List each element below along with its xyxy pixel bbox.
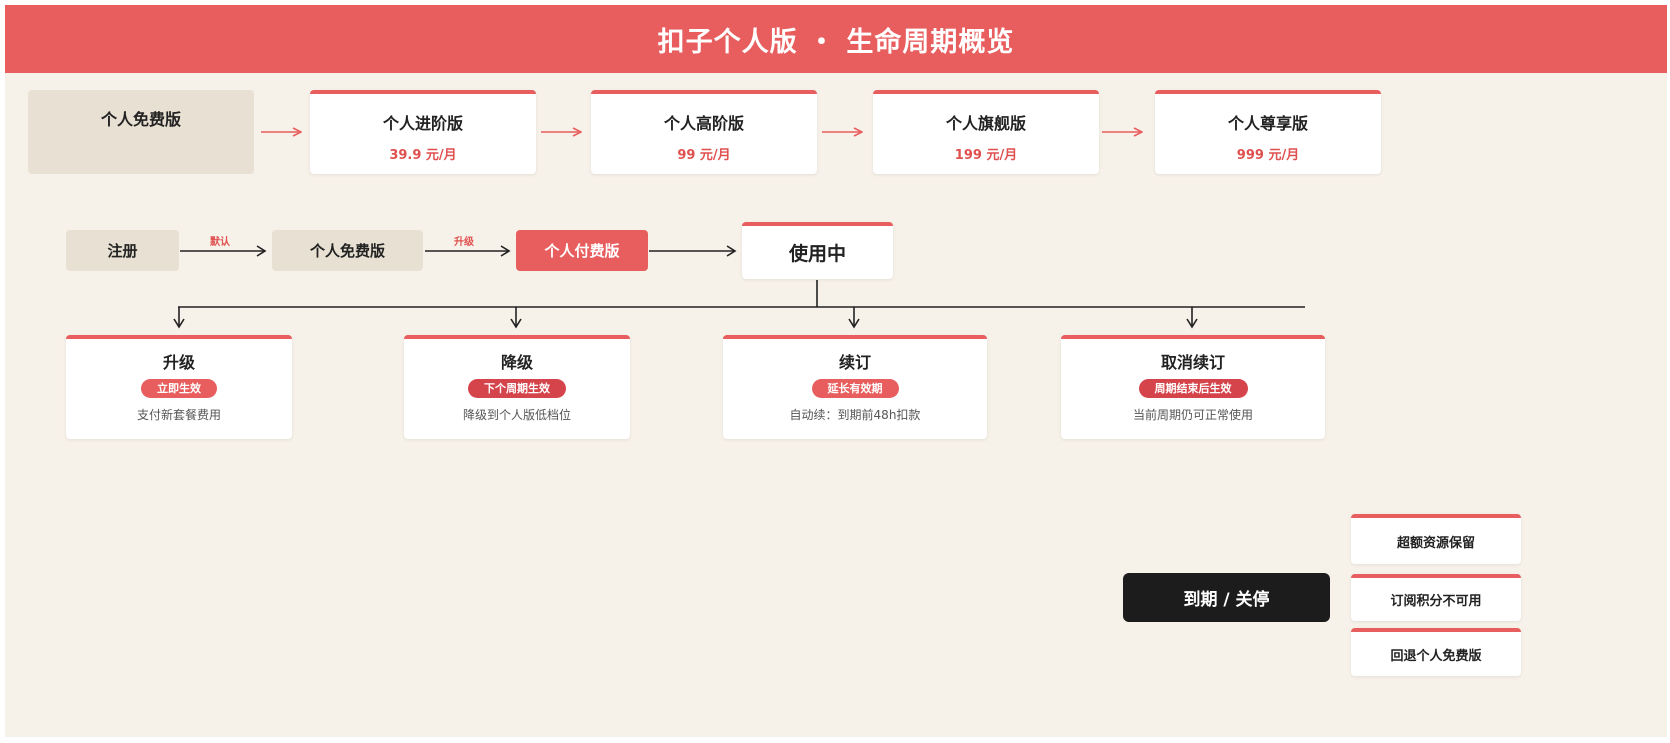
action-badge: 周期结束后生效 — [1138, 379, 1248, 398]
plan-name: 个人旗舰版 — [945, 114, 1026, 133]
action-desc: 降级到个人版低档位 — [462, 408, 571, 422]
action-title: 续订 — [838, 353, 871, 372]
action-desc: 当前周期仍可正常使用 — [1132, 408, 1253, 422]
plan-price: 39.9 元/月 — [389, 148, 457, 163]
page-title: 扣子个人版 ・ 生命周期概览 — [5, 5, 1667, 73]
action-card-cancel-renewal: 取消续订 周期结束后生效 当前周期仍可正常使用 — [1061, 335, 1325, 439]
action-badge: 下个周期生效 — [468, 379, 566, 398]
result-revert-free: 回退个人免费版 — [1351, 628, 1521, 676]
action-desc: 支付新套餐费用 — [136, 408, 221, 422]
plan-price: 999 元/月 — [1236, 148, 1300, 163]
plan-card-free: 个人免费版 — [28, 90, 254, 174]
action-desc: 自动续：到期前48h扣款 — [789, 408, 921, 422]
result-overage-retained: 超额资源保留 — [1351, 514, 1521, 564]
expire-shutdown: 到期 / 关停 — [1123, 573, 1330, 622]
plan-name: 个人进阶版 — [382, 114, 463, 133]
plan-card-premium: 个人尊享版 999 元/月 — [1155, 90, 1381, 174]
flow-in-use: 使用中 — [742, 222, 893, 279]
flow-free: 个人免费版 — [272, 230, 423, 271]
action-card-renew: 续订 延长有效期 自动续：到期前48h扣款 — [723, 335, 987, 439]
flow-label-default: 默认 — [210, 237, 230, 248]
action-badge: 延长有效期 — [811, 379, 899, 398]
action-title: 降级 — [500, 353, 533, 372]
action-card-upgrade: 升级 立即生效 支付新套餐费用 — [66, 335, 292, 439]
plan-card-high: 个人高阶版 99 元/月 — [591, 90, 817, 174]
plan-card-flagship: 个人旗舰版 199 元/月 — [873, 90, 1099, 174]
diagram-canvas: 扣子个人版 ・ 生命周期概览 个人免费版 个人进阶版 39.9 — [5, 5, 1667, 737]
result-credits-unavailable: 订阅积分不可用 — [1351, 574, 1521, 621]
plan-price: 99 元/月 — [677, 148, 731, 163]
plan-name: 个人免费版 — [100, 110, 181, 129]
flow-label-upgrade: 升级 — [454, 237, 474, 248]
plan-name: 个人高阶版 — [663, 114, 744, 133]
plan-card-advanced: 个人进阶版 39.9 元/月 — [310, 90, 536, 174]
action-title: 取消续订 — [1160, 353, 1225, 372]
plan-price: 199 元/月 — [954, 148, 1018, 163]
action-badge: 立即生效 — [141, 379, 217, 398]
action-title: 升级 — [162, 353, 195, 372]
action-card-downgrade: 降级 下个周期生效 降级到个人版低档位 — [404, 335, 630, 439]
flow-register: 注册 — [66, 230, 179, 271]
plan-name: 个人尊享版 — [1227, 114, 1308, 133]
flow-paid: 个人付费版 — [516, 230, 648, 271]
